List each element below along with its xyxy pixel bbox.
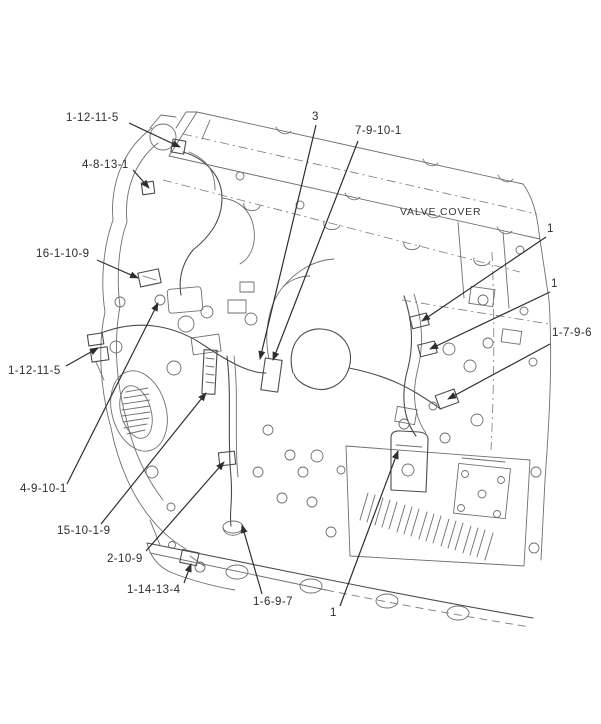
leader-line-1 [339,450,399,607]
callout-3: 3 [312,111,319,123]
leader-line-1-6-9-7 [240,524,263,595]
leader-lines [65,122,551,607]
callout-2-10-9: 2-10-9 [107,553,143,565]
engine-block-drawing [401,221,552,561]
leader-line-16-1-10-9 [96,259,139,279]
oil-pan-drawing [146,519,534,628]
grille-hatch [121,387,151,435]
callout-1-14-13-4: 1-14-13-4 [127,584,181,596]
leader-line-1-14-13-4 [183,563,192,584]
callout-1-6-9-7: 1-6-9-7 [253,596,293,608]
top-bracket-drawing [140,111,305,296]
leader-line-3 [258,124,317,360]
callout-7-9-10-1: 7-9-10-1 [355,125,402,137]
leader-line-1-12-11-5 [128,122,181,148]
leader-line-7-9-10-1 [272,140,359,361]
leader-line-1 [429,291,551,350]
valve-cover-label: VALVE COVER [400,206,482,218]
callout-15-10-1-9: 15-10-1-9 [57,525,111,537]
callout-1: 1 [551,278,558,290]
leader-line-4-8-13-1 [132,169,150,189]
callout-4-8-13-1: 4-8-13-1 [82,159,129,171]
callout-1-12-11-5: 1-12-11-5 [66,112,119,124]
leader-line-1-7-9-6 [447,343,551,400]
valve-cover-drawing [162,111,541,273]
callout-1: 1 [330,607,337,619]
callout-1-12-11-5: 1-12-11-5 [8,365,61,377]
fuel-pump-drawing [154,281,258,395]
leader-line-1-12-11-5 [65,347,99,367]
callout-1-7-9-6: 1-7-9-6 [552,327,592,339]
callout-4-9-10-1: 4-9-10-1 [20,483,67,495]
leader-line-4-9-10-1 [66,302,159,485]
callout-16-1-10-9: 16-1-10-9 [36,248,90,260]
ecm-drawing [252,424,542,567]
leader-line-2-10-9 [145,461,225,552]
leader-line-1 [421,236,547,322]
front-housing-drawing [86,127,187,550]
callout-1: 1 [547,223,554,235]
leader-line-15-10-1-9 [100,392,207,525]
